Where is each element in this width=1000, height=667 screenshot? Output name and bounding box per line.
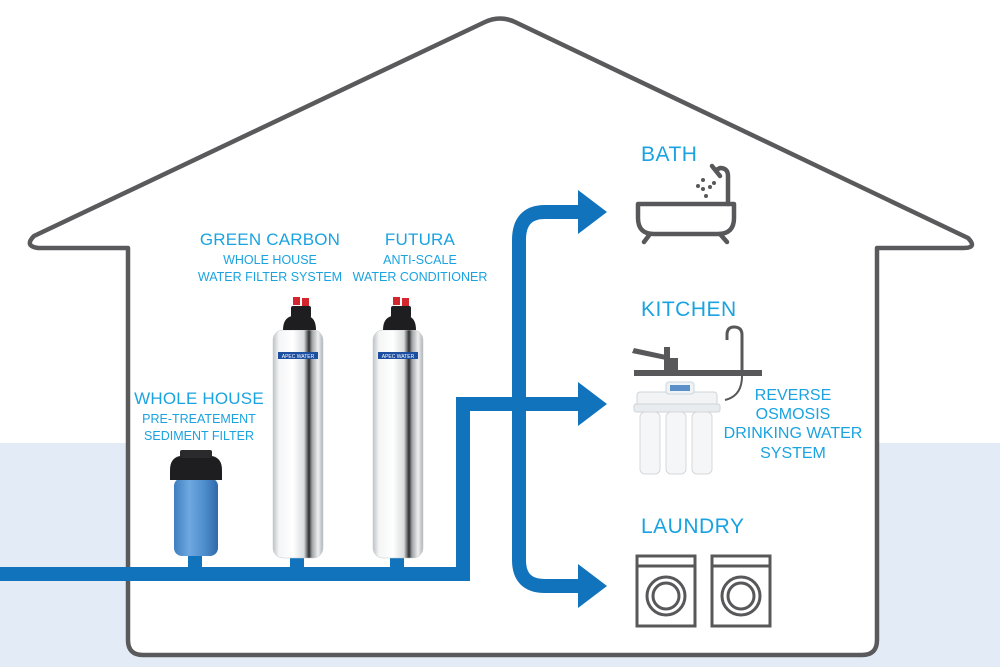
futura-label: FUTURA ANTI-SCALE WATER CONDITIONER bbox=[345, 230, 495, 285]
arrow-to-kitchen bbox=[578, 382, 607, 426]
sediment-filter-title: WHOLE HOUSE bbox=[134, 389, 264, 408]
room-label-laundry: LAUNDRY bbox=[641, 515, 745, 538]
sediment-filter-line-2: SEDIMENT FILTER bbox=[144, 429, 254, 444]
ro-line-4: SYSTEM bbox=[760, 444, 826, 462]
green-carbon-title: GREEN CARBON bbox=[199, 230, 341, 249]
futura-line-2: WATER CONDITIONER bbox=[352, 270, 488, 285]
futura-pipe-stub bbox=[390, 556, 404, 574]
ro-tube bbox=[724, 375, 743, 401]
ro-line-1: REVERSE bbox=[754, 387, 832, 404]
water-pipe bbox=[0, 205, 580, 593]
room-label-bath: BATH bbox=[641, 143, 698, 166]
arrow-to-bath bbox=[578, 190, 607, 234]
kitchen-counter-icon bbox=[632, 347, 762, 376]
tank-brand-logo: APEC WATER bbox=[282, 354, 315, 360]
green-carbon-tank-icon: APEC WATER bbox=[272, 297, 324, 559]
futura-title: FUTURA bbox=[384, 230, 456, 249]
green-carbon-label: GREEN CARBON WHOLE HOUSE WATER FILTER SY… bbox=[190, 230, 350, 285]
shower-drops bbox=[696, 178, 716, 198]
arrow-to-laundry bbox=[578, 564, 607, 608]
futura-tank-icon: APEC WATER bbox=[372, 297, 424, 559]
distribution-pipe bbox=[512, 205, 580, 593]
tank-brand-logo: APEC WATER bbox=[382, 354, 415, 360]
green-carbon-line-2: WATER FILTER SYSTEM bbox=[197, 270, 343, 285]
sediment-filter-line-1: PRE-TREATEMENT bbox=[142, 412, 256, 427]
sediment-filter-label: WHOLE HOUSE PRE-TREATEMENT SEDIMENT FILT… bbox=[124, 389, 274, 444]
house-outline bbox=[27, 16, 975, 658]
green-carbon-line-1: WHOLE HOUSE bbox=[223, 253, 317, 268]
ro-line-3: DRINKING WATER bbox=[723, 425, 863, 443]
ro-system-label: REVERSE OSMOSIS DRINKING WATER SYSTEM bbox=[718, 386, 868, 463]
sediment-filter-icon bbox=[170, 450, 222, 556]
futura-line-1: ANTI-SCALE bbox=[383, 253, 457, 268]
ro-system-icon bbox=[633, 381, 721, 475]
bathtub-icon bbox=[635, 163, 737, 245]
sediment-pipe-stub bbox=[188, 554, 202, 574]
washing-machine-icon bbox=[635, 554, 772, 628]
drinking-faucet-icon bbox=[725, 325, 744, 370]
room-label-kitchen: KITCHEN bbox=[641, 298, 737, 321]
carbon-pipe-stub bbox=[290, 556, 304, 574]
ro-line-2: OSMOSIS bbox=[755, 406, 831, 424]
